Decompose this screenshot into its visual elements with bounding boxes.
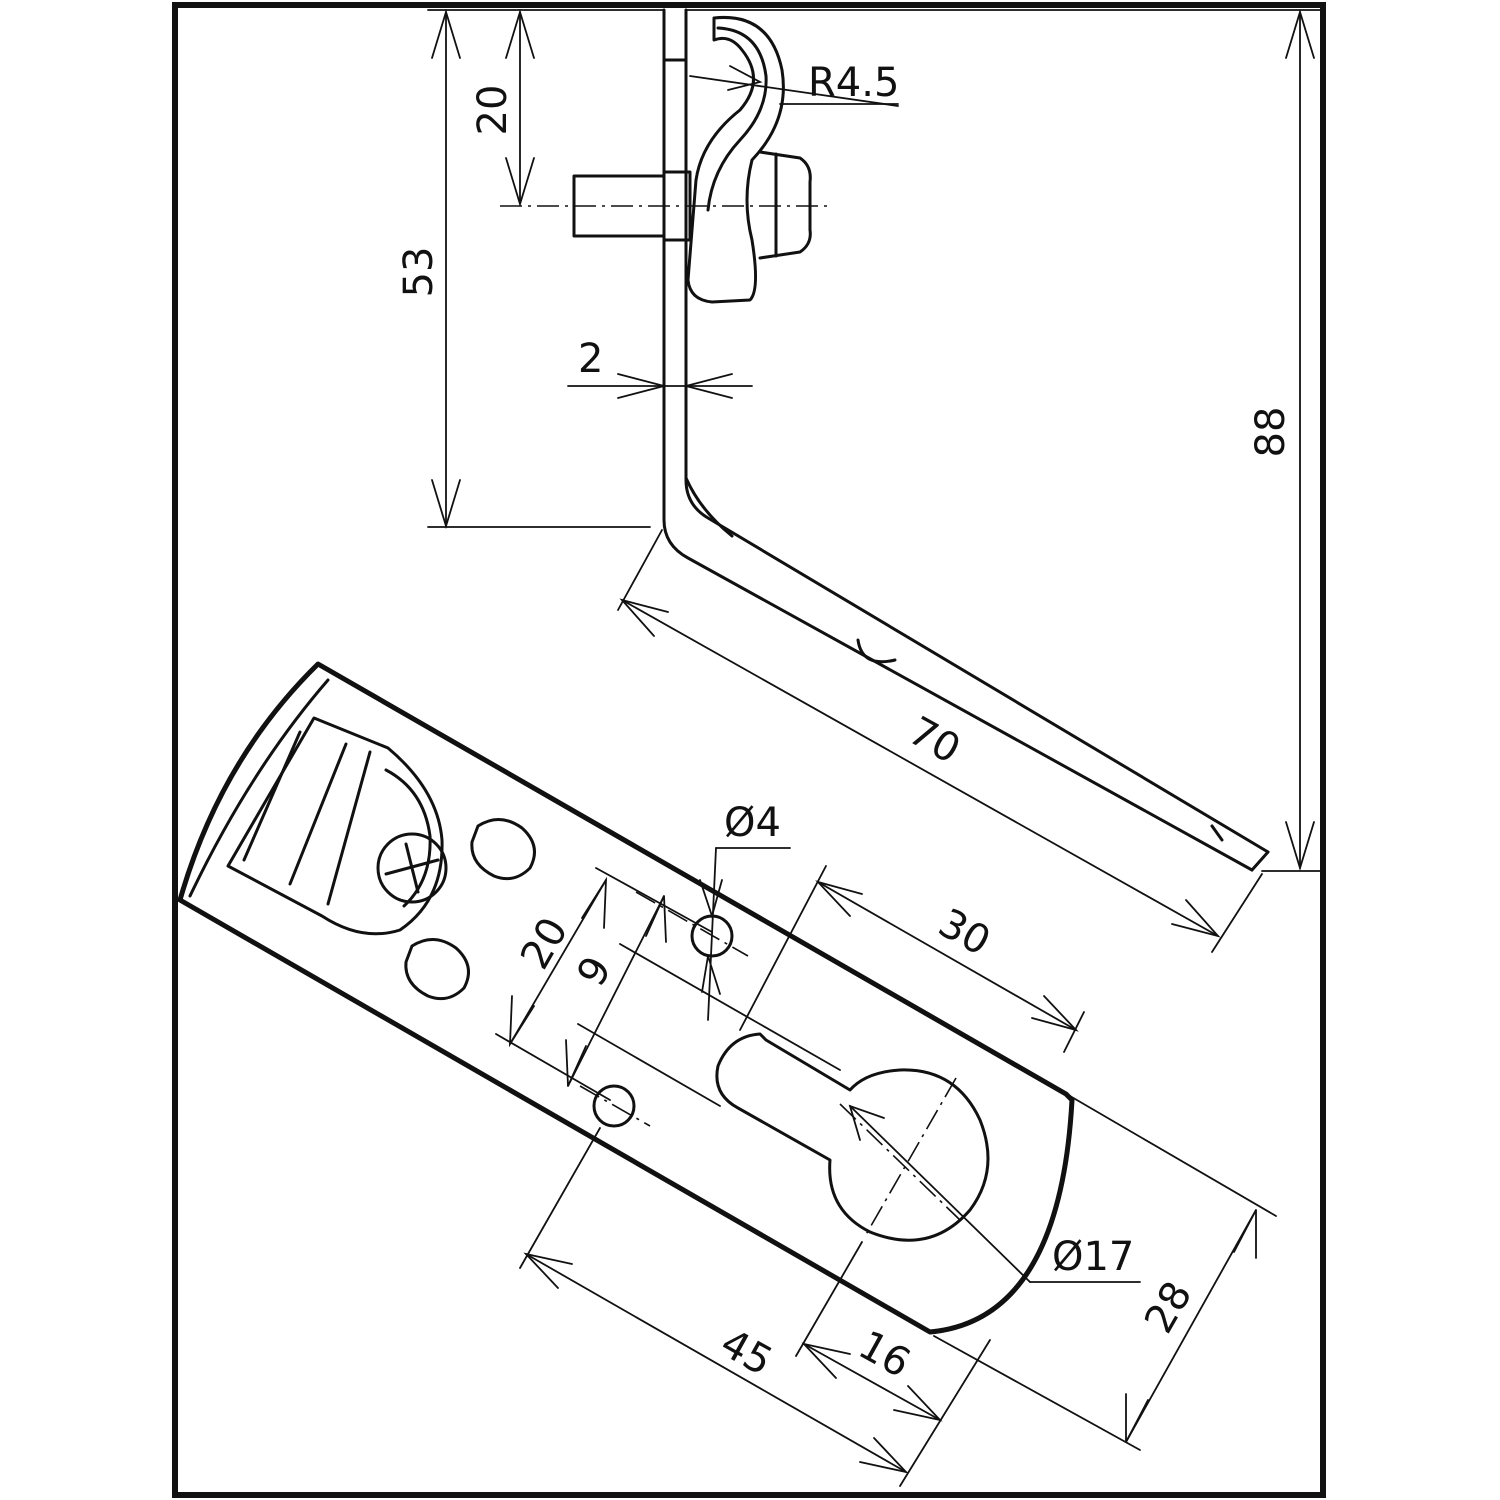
label-88: 88 — [1248, 407, 1294, 458]
d4-leader-vert — [707, 847, 717, 1021]
d4-arrow-bottom — [701, 955, 721, 995]
dim-20b-line — [509, 879, 607, 1045]
r45-arrow — [727, 65, 763, 91]
dim-70-arrow-left — [619, 598, 669, 637]
bracket-end — [1250, 850, 1270, 872]
bracket-outer-edge — [662, 8, 1254, 872]
drawing-frame — [172, 2, 1326, 1498]
dim-2-arrow-left — [617, 373, 668, 399]
kidney-hole-lower — [404, 938, 470, 1001]
dim-30-arrow-left — [815, 880, 863, 917]
small-hole-upper-centerline — [635, 891, 749, 957]
dim-70-line — [621, 599, 1219, 937]
keyhole-slot — [715, 1032, 990, 1242]
dim-9-arrow-top — [645, 895, 667, 943]
dim-9-line — [567, 895, 665, 1087]
label-20-top: 20 — [470, 85, 516, 136]
r45-leader — [689, 75, 899, 107]
clip-fold-1 — [242, 730, 302, 862]
dim-28-arrow-top — [1233, 1209, 1257, 1259]
plate-left-inner-edge — [188, 678, 330, 898]
label-9: 9 — [568, 949, 621, 994]
label-20-bottom: 20 — [512, 910, 577, 977]
label-28: 28 — [1136, 1274, 1201, 1341]
dim-9-ext-bottom — [577, 1023, 721, 1107]
dim-16-arrow-right — [893, 1385, 943, 1422]
dim-45-arrow-left — [523, 1252, 573, 1289]
keyhole-centerline-h — [839, 1103, 961, 1221]
dim-9-ext-top — [619, 943, 841, 1071]
clip-fold-2 — [288, 742, 348, 886]
small-hole-lower — [592, 1084, 636, 1128]
clip-fold-3 — [326, 750, 372, 906]
dim-20b-ext-top — [595, 867, 713, 933]
dim-28-line — [1125, 1209, 1257, 1443]
bend-gusset — [684, 476, 734, 538]
dim-53-arrow-top — [431, 8, 461, 59]
dim-70-ext-right — [1211, 873, 1263, 953]
label-d17: Ø17 — [1052, 1234, 1134, 1280]
spring-clip — [686, 15, 785, 304]
dim-45-ext-left — [519, 1127, 601, 1269]
dim-45-arrow-right — [859, 1437, 909, 1474]
side-view: R4.5 53 20 2 88 70 — [396, 8, 1321, 953]
d17-arrow — [848, 1104, 885, 1141]
bracket-inner-edge — [684, 8, 1270, 854]
dim-45-ext-right — [899, 1339, 991, 1487]
label-16: 16 — [851, 1322, 918, 1387]
dim-20b-ext-bottom — [495, 1033, 611, 1101]
d17-leader — [849, 1105, 1031, 1283]
dim-16-line — [803, 1343, 941, 1421]
spring-clip-inner — [706, 26, 768, 212]
dim-28-arrow-bottom — [1125, 1393, 1149, 1443]
phillips-slot-2 — [404, 842, 420, 894]
dim-70-arrow-right — [1171, 899, 1221, 938]
label-d4: Ø4 — [724, 800, 781, 846]
label-2: 2 — [578, 336, 603, 382]
keyhole-centerline-v — [863, 1077, 957, 1239]
dim-20a-arrow-bottom — [505, 157, 535, 208]
dim-20a-arrow-top — [505, 8, 535, 59]
label-45: 45 — [713, 1320, 780, 1385]
label-53: 53 — [396, 247, 442, 298]
plate-outline — [177, 661, 1075, 1335]
bottom-nub — [856, 638, 897, 664]
clip-body — [226, 716, 444, 936]
nut — [758, 150, 812, 260]
label-r45: R4.5 — [808, 60, 899, 106]
dim-28-ext-top — [1069, 1095, 1277, 1217]
kidney-hole-upper — [470, 818, 536, 881]
label-30: 30 — [931, 900, 998, 965]
dim-28-ext-bottom — [933, 1335, 1141, 1451]
plate-top-edge — [316, 662, 1068, 1096]
dim-53-arrow-bottom — [431, 479, 461, 530]
dim-88-arrow-top — [1285, 8, 1315, 59]
dim-16-ext-left — [795, 1241, 863, 1357]
dim-88-arrow-bottom — [1285, 821, 1315, 872]
d4-arrow-top — [699, 879, 723, 920]
dim-20b-arrow-top — [581, 876, 608, 929]
bracket-end-line — [1210, 824, 1224, 842]
clip-spring — [384, 768, 432, 908]
screw-head — [376, 832, 448, 904]
dim-45-line — [525, 1253, 907, 1473]
dim-30-ext-right — [1063, 1011, 1085, 1053]
dim-9-arrow-bottom — [565, 1039, 587, 1087]
dim-30-line — [817, 881, 1077, 1031]
dim-30-ext-left — [739, 865, 827, 1031]
dim-20b-arrow-bottom — [508, 995, 535, 1048]
dim-30-arrow-right — [1031, 995, 1079, 1032]
small-hole-lower-centerline — [579, 1085, 651, 1127]
top-view: Ø17 Ø4 30 20 9 28 — [177, 661, 1277, 1487]
dim-16-arrow-left — [801, 1342, 851, 1379]
dim-2-arrow-right — [682, 373, 733, 399]
dim-70-ext-left — [617, 529, 663, 611]
